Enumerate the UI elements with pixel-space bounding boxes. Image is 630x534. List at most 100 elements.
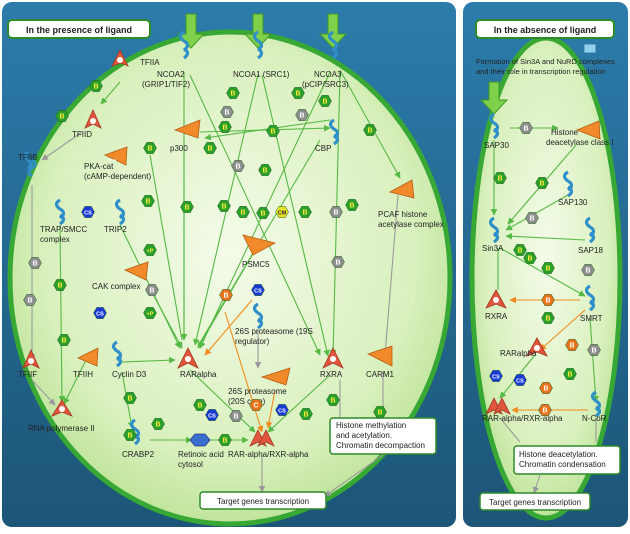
node-trip2[interactable]: TRIP2 xyxy=(104,198,127,234)
svg-text:CARM1: CARM1 xyxy=(366,370,395,379)
svg-text:p300: p300 xyxy=(170,144,188,153)
svg-text:CS: CS xyxy=(96,312,104,318)
node-carm1[interactable]: CARM1 xyxy=(366,345,395,379)
badge-b-56: B xyxy=(541,312,555,324)
node-rxra[interactable]: RXRA xyxy=(320,347,344,379)
svg-text:(20S core): (20S core) xyxy=(228,397,266,406)
node-sap30[interactable]: SAP30 xyxy=(484,112,509,150)
svg-text:Sin3A: Sin3A xyxy=(482,244,504,253)
badge-b-36: B xyxy=(193,399,207,411)
node-sin3a[interactable]: Sin3A xyxy=(482,216,504,253)
info-icon xyxy=(583,43,597,54)
badge-b-30: B xyxy=(219,289,233,301)
node-sap130[interactable]: SAP130 xyxy=(558,170,588,207)
svg-text:RXRA: RXRA xyxy=(485,312,508,321)
badge-cm-19: CM xyxy=(275,206,289,218)
node-raralpha-right[interactable]: RARalpha xyxy=(500,337,548,358)
svg-text:Histone deacetylation.: Histone deacetylation. xyxy=(519,450,598,459)
node-cyclind3[interactable]: Cyclin D3 xyxy=(111,340,147,379)
svg-text:B: B xyxy=(299,113,304,120)
node-pka[interactable]: PKA-cat (cAMP-dependent) xyxy=(84,146,151,181)
svg-text:Formation of Sin3A and NuRD co: Formation of Sin3A and NuRD complexes xyxy=(476,57,615,66)
node-proteasome19s[interactable]: 26S proteasome (19S regulator) xyxy=(235,302,313,346)
badge-b-49: B xyxy=(493,172,507,184)
badge-b-12: B xyxy=(363,124,377,136)
node-pcaf[interactable]: PCAF histone acetylase complex xyxy=(378,179,444,229)
node-ncoa1[interactable]: NCOA1 (SRC1) xyxy=(233,30,290,79)
node-rxra-right[interactable]: RXRA xyxy=(485,289,508,321)
node-rar-rxr-right[interactable]: RAR-alpha/RXR-alpha xyxy=(482,397,563,423)
node-cbp[interactable]: CBP xyxy=(315,118,340,153)
svg-text:B: B xyxy=(270,129,275,136)
badge-b-63: B xyxy=(538,404,552,416)
node-rar-rxr[interactable]: RAR-alpha/RXR-alpha xyxy=(228,429,309,459)
badge-cs-31: CS xyxy=(251,284,265,296)
badge-b-2: B xyxy=(226,87,240,99)
svg-text:Retinoic acid: Retinoic acid xyxy=(178,450,224,459)
badge-b-48: B xyxy=(535,177,549,189)
badge-cs-23: CS xyxy=(81,206,95,218)
node-raralpha[interactable]: RARalpha xyxy=(177,347,217,379)
node-proteasome20s[interactable]: 26S proteasome (20S core) xyxy=(228,367,291,406)
svg-text:B: B xyxy=(527,256,532,263)
svg-text:B: B xyxy=(230,91,235,98)
svg-text:CS: CS xyxy=(208,414,216,420)
badge-b-13: B xyxy=(143,142,157,154)
node-ncoa3[interactable]: NCOA3 (pCIP/SRC3) xyxy=(302,30,349,89)
svg-text:B: B xyxy=(262,168,267,175)
svg-text:B: B xyxy=(545,266,550,273)
node-hdac1[interactable]: Histone deacetylase class I xyxy=(546,120,614,147)
svg-text:B: B xyxy=(147,146,152,153)
node-rnapol[interactable]: RNA polymerase II xyxy=(28,399,95,433)
badge-b-45: B xyxy=(57,334,71,346)
svg-text:Cyclin D3: Cyclin D3 xyxy=(112,370,147,379)
svg-text:CM: CM xyxy=(278,211,287,217)
svg-text:RNA polymerase II: RNA polymerase II xyxy=(28,424,95,433)
svg-text:TFIID: TFIID xyxy=(72,130,92,139)
badge-b-25: B xyxy=(53,279,67,291)
svg-text:complex: complex xyxy=(40,235,70,244)
badge-b-38: B xyxy=(229,410,243,422)
node-ncoa2[interactable]: NCOA2 (GRIP1/TIF2) xyxy=(142,30,190,89)
svg-text:Histone: Histone xyxy=(551,128,579,137)
svg-text:deacetylase class I: deacetylase class I xyxy=(546,138,614,147)
node-retinoic[interactable]: Retinoic acid cytosol xyxy=(178,433,224,469)
svg-text:Chromatin condensation: Chromatin condensation xyxy=(519,460,606,469)
badge-b-10: B xyxy=(258,164,272,176)
node-cak[interactable]: CAK complex xyxy=(92,261,149,291)
svg-text:(pCIP/SRC3): (pCIP/SRC3) xyxy=(302,80,349,89)
node-p300[interactable]: p300 xyxy=(170,119,201,153)
svg-text:PSMC5: PSMC5 xyxy=(242,260,270,269)
svg-text:B: B xyxy=(222,438,227,445)
node-tfiif[interactable]: TFIIF xyxy=(18,349,40,379)
svg-text:B: B xyxy=(149,288,154,295)
svg-text:B: B xyxy=(224,110,229,117)
node-tfiid[interactable]: TFIID xyxy=(72,109,102,139)
svg-text:B: B xyxy=(57,283,62,290)
svg-text:B: B xyxy=(523,126,528,133)
svg-text:CAK complex: CAK complex xyxy=(92,282,140,291)
node-ncor[interactable]: N-CoR xyxy=(582,390,607,423)
node-smrt[interactable]: SMRT xyxy=(580,284,603,323)
node-tfiia[interactable]: TFIIA xyxy=(111,49,160,67)
svg-text:NCOA2: NCOA2 xyxy=(157,70,185,79)
svg-text:TRAP/SMCC: TRAP/SMCC xyxy=(40,225,87,234)
svg-text:B: B xyxy=(349,203,354,210)
node-psmc5[interactable]: PSMC5 xyxy=(242,234,277,269)
badge-p-26: +P xyxy=(143,244,157,256)
svg-text:26S proteasome: 26S proteasome xyxy=(228,387,287,396)
svg-text:B: B xyxy=(335,260,340,267)
node-sap18[interactable]: SAP18 xyxy=(578,216,603,255)
badge-b-58: B xyxy=(587,344,601,356)
target-genes-right: Target genes transcription xyxy=(479,492,591,511)
node-trap[interactable]: TRAP/SMCC complex xyxy=(40,198,87,244)
svg-text:TRIP2: TRIP2 xyxy=(104,225,127,234)
node-tfiih[interactable]: TFIIH xyxy=(73,347,99,379)
badge-cs-59: CS xyxy=(513,374,527,386)
svg-text:CS: CS xyxy=(516,379,524,385)
node-tfiib[interactable]: TFIIB xyxy=(18,150,38,178)
badge-b-54: B xyxy=(581,264,595,276)
badge-b-62: B xyxy=(563,368,577,380)
svg-text:B: B xyxy=(127,433,132,440)
